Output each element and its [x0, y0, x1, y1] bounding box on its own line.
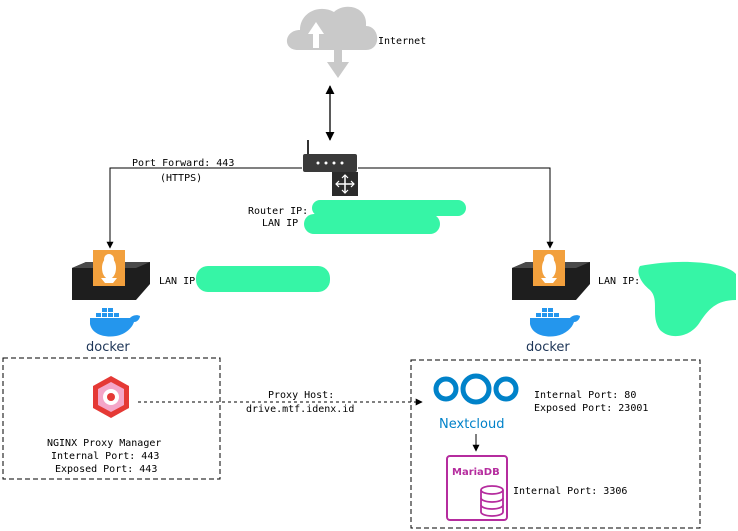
- mariadb-name: MariaDB: [452, 467, 500, 478]
- router-right-link: [358, 167, 554, 249]
- router-icon: [303, 140, 358, 196]
- redaction-marks: [196, 200, 736, 337]
- nextcloud-exposed-port: Exposed Port: 23001: [534, 403, 649, 414]
- router-ip-label: Router IP:: [248, 206, 309, 217]
- port-forward-label: Port Forward: 443: [132, 158, 235, 169]
- internet-label: Internet: [378, 36, 427, 47]
- npm-exposed-port: Exposed Port: 443: [55, 464, 158, 475]
- left-linux-icon: [101, 254, 117, 283]
- left-docker-logo: docker: [86, 308, 140, 355]
- left-lan-ip-label: LAN IP: [159, 276, 196, 287]
- left-docker-label: docker: [86, 340, 130, 355]
- right-docker-label: docker: [526, 340, 570, 355]
- nextcloud-internal-port: Internal Port: 80: [534, 390, 637, 401]
- npm-title: NGINX Proxy Manager: [47, 438, 162, 449]
- port-forward-protocol: (HTTPS): [160, 173, 203, 184]
- npm-internal-port: Internal Port: 443: [51, 451, 160, 462]
- npm-container-box: [2, 357, 221, 480]
- nextcloud-name: Nextcloud: [439, 417, 505, 432]
- mariadb-logo-icon: MariaDB: [446, 455, 508, 521]
- right-docker-logo: docker: [526, 308, 580, 355]
- cloud-icon: [286, 6, 378, 78]
- npm-logo-icon: [93, 376, 129, 418]
- proxy-host-domain: drive.mtf.idenx.id: [246, 404, 355, 415]
- right-linux-icon: [541, 254, 557, 283]
- nextcloud-logo-icon: [433, 373, 519, 405]
- router-left-link: [106, 167, 302, 249]
- proxy-host-label: Proxy Host:: [268, 390, 335, 401]
- mariadb-internal-port: Internal Port: 3306: [513, 486, 628, 497]
- router-lan-ip-label: LAN IP: [262, 218, 299, 229]
- right-lan-ip-label: LAN IP:: [598, 276, 641, 287]
- nextcloud-container-box: [410, 359, 701, 529]
